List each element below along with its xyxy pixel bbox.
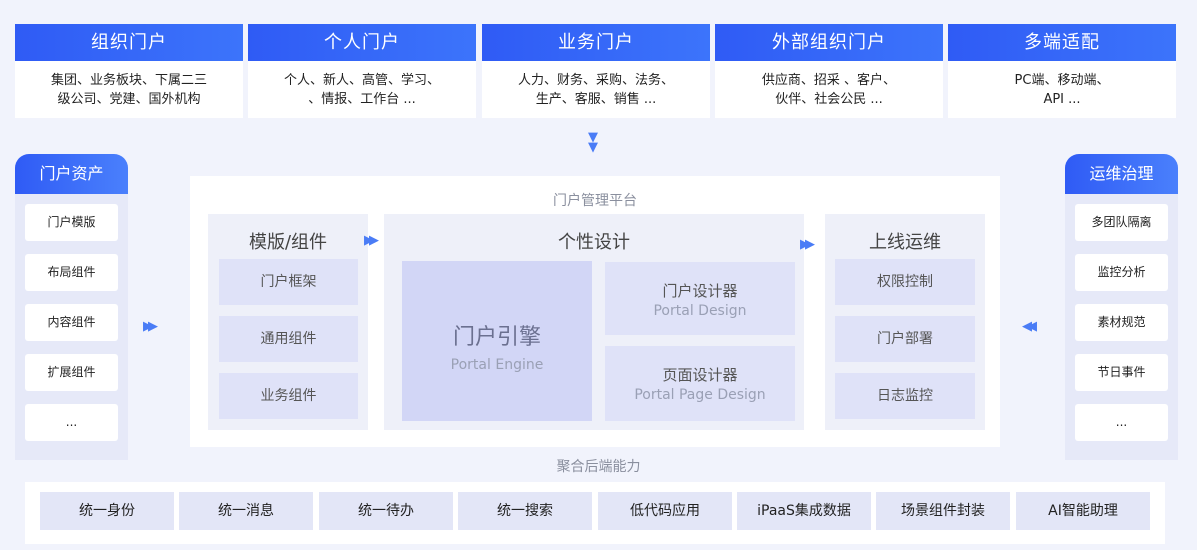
ops-governance-list: 多团队隔离 监控分析 素材规范 节日事件 ... <box>1065 194 1178 460</box>
arrow-right-icon: ▶▶ <box>143 319 158 334</box>
portal-desc-line: 个人、新人、高管、学习、 <box>283 72 440 88</box>
portal-card-multiplatform[interactable]: 多端适配 PC端、移动端、 API ... <box>948 24 1176 118</box>
portal-card-external[interactable]: 外部组织门户 供应商、招采 、客户、伙伴、社会公民 ... <box>715 24 943 118</box>
assets-item[interactable]: ... <box>25 404 118 441</box>
backend-title: 聚合后端能力 <box>556 459 641 475</box>
portal-title: 外部组织门户 <box>715 24 943 61</box>
portal-desc-line: 供应商、招采 、客户、 <box>761 72 897 88</box>
ops-governance-item[interactable]: 监控分析 <box>1075 254 1168 291</box>
portal-description: 供应商、招采 、客户、伙伴、社会公民 ... <box>715 61 943 118</box>
design-title: 个性设计 <box>558 232 630 253</box>
ops-governance-title: 运维治理 <box>1065 154 1178 194</box>
portal-description: 个人、新人、高管、学习、、情报、工作台 ... <box>248 61 476 118</box>
ops-item[interactable]: 日志监控 <box>835 373 975 419</box>
assets-item[interactable]: 内容组件 <box>25 304 118 341</box>
templates-panel: 模版/组件 门户框架 通用组件 业务组件 <box>208 214 368 430</box>
arrow-left-icon: ◀◀ <box>1022 319 1037 334</box>
portal-desc-line: 伙伴、社会公民 ... <box>775 91 883 107</box>
backend-capability[interactable]: 低代码应用 <box>598 492 732 530</box>
ops-governance-column: 运维治理 多团队隔离 监控分析 素材规范 节日事件 ... <box>1065 154 1178 460</box>
portal-desc-line: 级公司、党建、国外机构 <box>57 91 201 107</box>
assets-item[interactable]: 门户模版 <box>25 204 118 241</box>
page-designer-en: Portal Page Design <box>634 387 766 403</box>
backend-capability[interactable]: 场景组件封装 <box>876 492 1010 530</box>
portal-engine-zh: 门户引擎 <box>452 325 541 350</box>
backend-capability[interactable]: AI智能助理 <box>1016 492 1150 530</box>
portal-desc-line: API ... <box>1043 91 1081 107</box>
ops-item[interactable]: 门户部署 <box>835 316 975 362</box>
portal-management-platform: 门户管理平台 模版/组件 门户框架 通用组件 业务组件 ▶▶ 个性设计 门户引擎… <box>190 176 1000 447</box>
arrow-down-icon: ▼▼ <box>588 130 598 155</box>
backend-capabilities: 统一身份 统一消息 统一待办 统一搜索 低代码应用 iPaaS集成数据 场景组件… <box>25 482 1165 544</box>
assets-title: 门户资产 <box>15 154 128 194</box>
assets-list: 门户模版 布局组件 内容组件 扩展组件 ... <box>15 194 128 460</box>
portal-title: 多端适配 <box>948 24 1176 61</box>
portal-designer-en: Portal Design <box>653 303 747 319</box>
portal-desc-line: 生产、客服、销售 ... <box>535 91 657 107</box>
ops-title: 上线运维 <box>869 232 941 253</box>
backend-capability[interactable]: iPaaS集成数据 <box>737 492 871 530</box>
portal-engine-tile[interactable]: 门户引擎 Portal Engine <box>402 261 592 421</box>
portal-title: 业务门户 <box>482 24 710 61</box>
portal-desc-line: 、情报、工作台 ... <box>308 91 416 107</box>
ops-item[interactable]: 权限控制 <box>835 259 975 305</box>
ops-panel: 上线运维 权限控制 门户部署 日志监控 <box>825 214 985 430</box>
page-designer-tile[interactable]: 页面设计器 Portal Page Design <box>605 346 795 421</box>
backend-capability[interactable]: 统一身份 <box>40 492 174 530</box>
backend-capability[interactable]: 统一搜索 <box>458 492 592 530</box>
backend-capability[interactable]: 统一消息 <box>179 492 313 530</box>
portal-desc-line: 集团、业务板块、下属二三 <box>50 72 207 88</box>
templates-title: 模版/组件 <box>248 232 328 253</box>
portal-card-business[interactable]: 业务门户 人力、财务、采购、法务、生产、客服、销售 ... <box>482 24 710 118</box>
portal-designer-zh: 门户设计器 <box>662 282 738 300</box>
ops-governance-item[interactable]: ... <box>1075 404 1168 441</box>
portal-title: 个人门户 <box>248 24 476 61</box>
templates-item[interactable]: 通用组件 <box>219 316 358 362</box>
ops-governance-item[interactable]: 素材规范 <box>1075 304 1168 341</box>
portal-description: 人力、财务、采购、法务、生产、客服、销售 ... <box>482 61 710 118</box>
platform-title: 门户管理平台 <box>553 193 637 209</box>
portal-desc-line: PC端、移动端、 <box>1014 72 1110 88</box>
backend-capability[interactable]: 统一待办 <box>319 492 453 530</box>
ops-governance-item[interactable]: 多团队隔离 <box>1075 204 1168 241</box>
page-designer-zh: 页面设计器 <box>662 366 738 384</box>
portal-description: 集团、业务板块、下属二三级公司、党建、国外机构 <box>15 61 243 118</box>
assets-item[interactable]: 布局组件 <box>25 254 118 291</box>
assets-column: 门户资产 门户模版 布局组件 内容组件 扩展组件 ... <box>15 154 128 460</box>
portal-card-org[interactable]: 组织门户 集团、业务板块、下属二三级公司、党建、国外机构 <box>15 24 243 118</box>
assets-item[interactable]: 扩展组件 <box>25 354 118 391</box>
arrow-right-icon: ▶▶ <box>800 237 815 252</box>
templates-item[interactable]: 门户框架 <box>219 259 358 305</box>
portal-designer-tile[interactable]: 门户设计器 Portal Design <box>605 262 795 335</box>
portal-desc-line: 人力、财务、采购、法务、 <box>517 72 674 88</box>
portal-engine-en: Portal Engine <box>450 357 544 373</box>
design-panel: 个性设计 门户引擎 Portal Engine 门户设计器 Portal Des… <box>384 214 804 430</box>
templates-item[interactable]: 业务组件 <box>219 373 358 419</box>
portal-card-personal[interactable]: 个人门户 个人、新人、高管、学习、、情报、工作台 ... <box>248 24 476 118</box>
portal-description: PC端、移动端、 API ... <box>948 61 1176 118</box>
arrow-right-icon: ▶▶ <box>364 233 379 248</box>
portal-title: 组织门户 <box>15 24 243 61</box>
ops-governance-item[interactable]: 节日事件 <box>1075 354 1168 391</box>
